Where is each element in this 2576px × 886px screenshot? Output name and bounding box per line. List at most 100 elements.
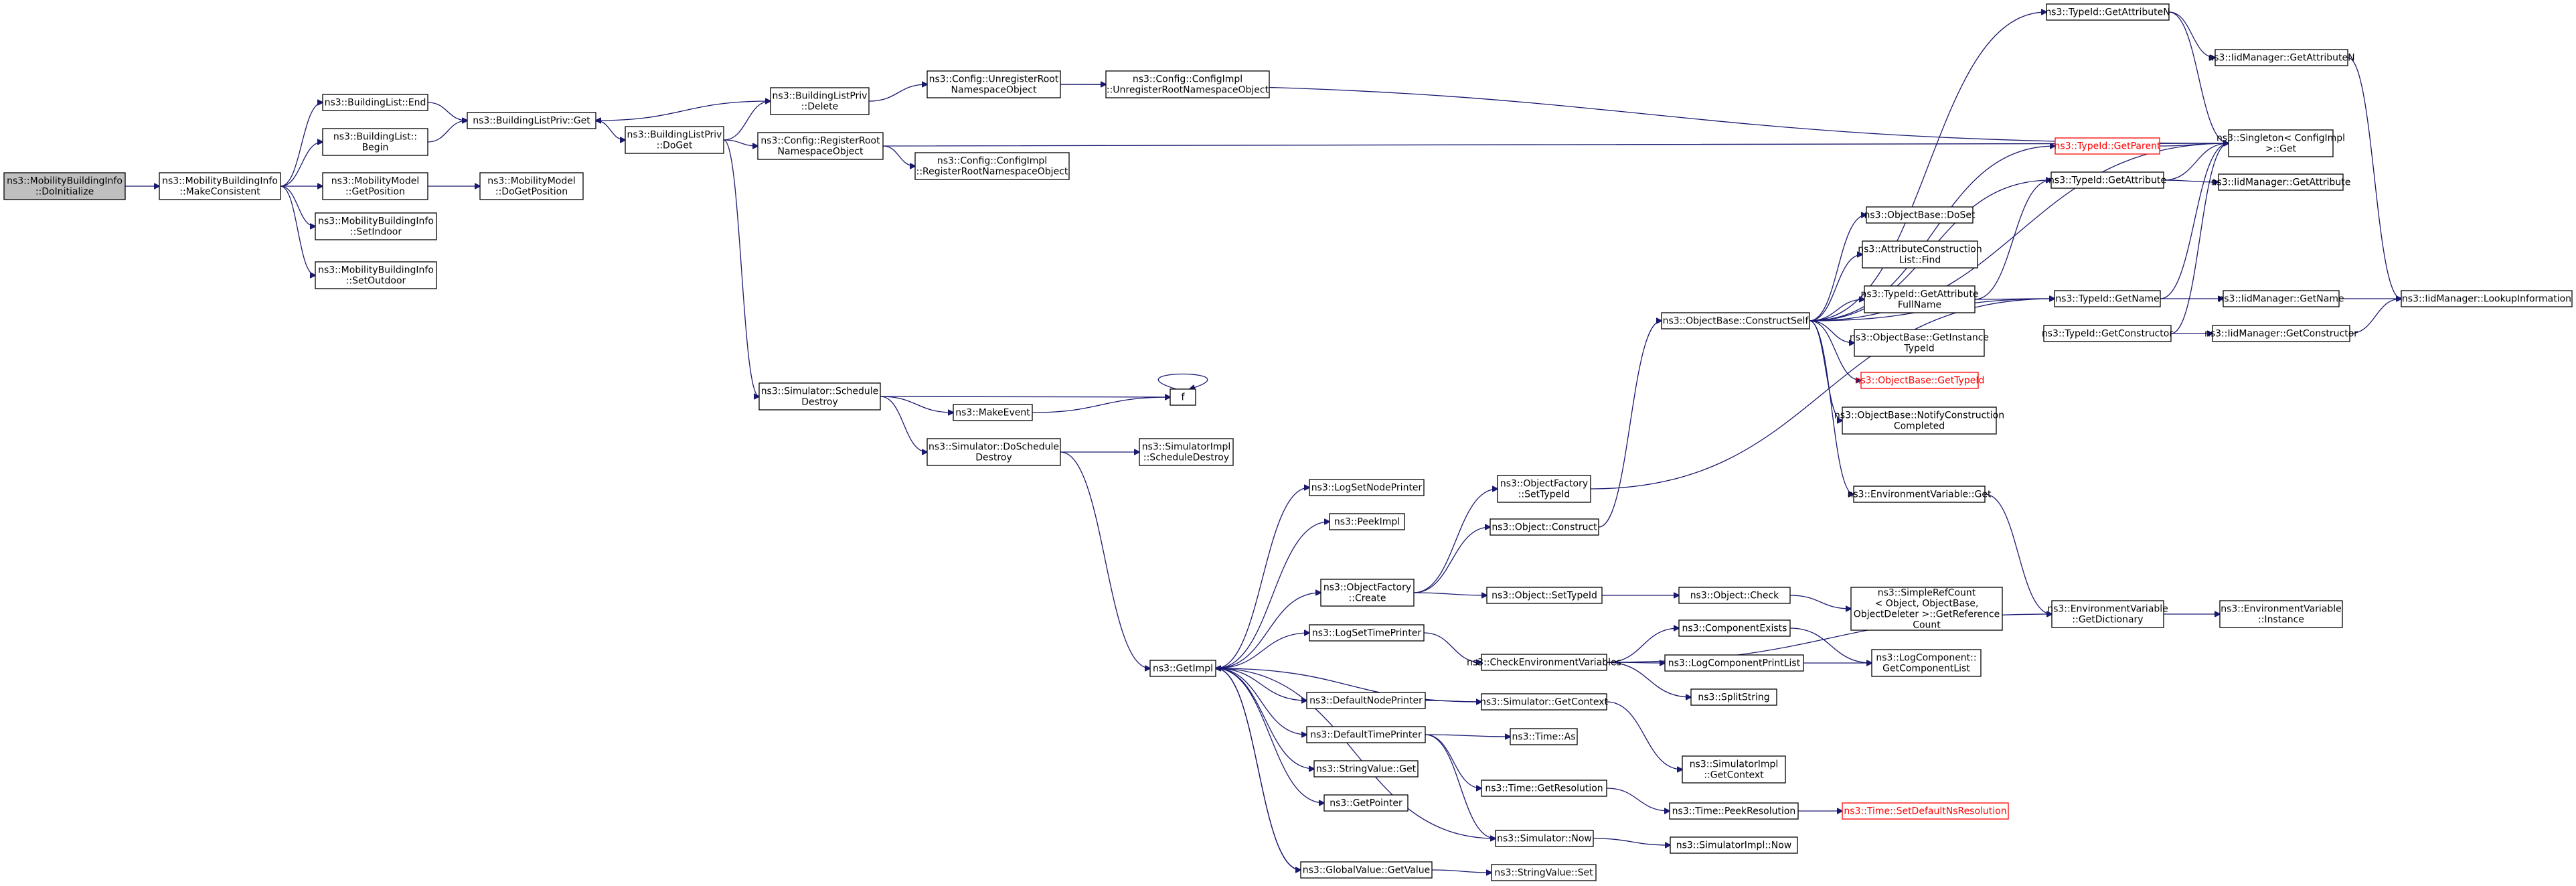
node-box [953,404,1033,421]
node-ns3-config-configimpl-unregisterrootnamespaceobject[interactable]: ns3::Config::ConfigImpl::UnregisterRootN… [1105,70,1270,98]
edge-n39-to-n48 [1809,254,1862,321]
node-ns3-simulator-getcontext[interactable]: ns3::Simulator::GetContext [1480,693,1609,711]
node-ns3-mobilitybuildinginfo-doinitialize[interactable]: ns3::MobilityBuildingInfo::DoInitialize [3,172,126,200]
node-box [914,152,1070,180]
node-box [2046,3,2170,21]
node-ns3-getpointer[interactable]: ns3::GetPointer [1323,794,1408,812]
node-ns3-iidmanager-getname[interactable]: ns3::IidManager::GetName [2218,290,2344,307]
node-ns3-logsetnodeprinter[interactable]: ns3::LogSetNodePrinter [1309,479,1425,496]
node-ns3-mobilitybuildinginfo-setoutdoor[interactable]: ns3::MobilityBuildingInfo::SetOutdoor [315,261,437,289]
node-label: ns3::EnvironmentVariable::Get [1848,490,1992,500]
node-ns3-singleton-configimpl-get[interactable]: ns3::Singleton< ConfigImpl>::Get [2217,129,2345,157]
edge-n2-to-n7 [427,102,467,121]
node-ns3-iidmanager-getattributen[interactable]: ns3::IidManager::GetAttributeN [2208,49,2355,66]
node-box [1670,836,1798,854]
node-ns3-splitstring[interactable]: ns3::SplitString [1690,688,1777,706]
node-ns3-buildinglist-end[interactable]: ns3::BuildingList::End [322,94,428,111]
node-ns3-objectbase-constructself[interactable]: ns3::ObjectBase::ConstructSelf [1661,312,1810,329]
node-ns3-config-configimpl-registerrootnamespaceobject[interactable]: ns3::Config::ConfigImpl::RegisterRootNam… [914,152,1070,180]
edge-n34-to-n44 [1606,701,1682,769]
node-ns3-simulatorimpl-scheduledestroy[interactable]: ns3::SimulatorImpl::ScheduleDestroy [1139,438,1234,466]
node-ns3-config-unregisterroot-namespaceobject[interactable]: ns3::Config::UnregisterRootNamespaceObje… [927,70,1061,98]
node-ns3-object-settypeid[interactable]: ns3::Object::SetTypeId [1486,587,1603,604]
node-label: ns3::ObjectFactory [1323,583,1411,593]
node-ns3-stringvalue-get[interactable]: ns3::StringValue::Get [1313,760,1419,778]
edge-n23-to-n32 [1413,592,1487,595]
node-ns3-typeid-getname[interactable]: ns3::TypeId::GetName [2054,290,2161,307]
node-ns3-environmentvariable-getdictionary[interactable]: ns3::EnvironmentVariable::GetDictionary [2047,600,2168,628]
node-ns3-objectfactory-settypeid[interactable]: ns3::ObjectFactory::SetTypeId [1497,475,1591,503]
node-ns3-defaultnodeprinter[interactable]: ns3::DefaultNodePrinter [1306,692,1426,709]
node-label: ns3::LogComponentPrintList [1668,658,1801,669]
node-ns3-simplerefcount-object-objectbase-objectdeleter-getreference-count[interactable]: ns3::SimpleRefCount< Object, ObjectBase,… [1850,587,2003,631]
node-layer: ns3::MobilityBuildingInfo::DoInitializen… [3,3,2573,881]
node-ns3-environmentvariable-get[interactable]: ns3::EnvironmentVariable::Get [1848,486,1992,503]
node-ns3-typeid-getparent[interactable]: ns3::TypeId::GetParent [2055,137,2161,155]
node-box [479,172,584,200]
node-f[interactable]: f [1170,388,1196,406]
edge-n33-to-n41 [1606,628,1679,663]
node-label: ns3::TypeId::GetParent [2055,141,2161,152]
node-ns3-buildinglist-begin[interactable]: ns3::BuildingList::Begin [322,128,428,156]
node-ns3-makeevent[interactable]: ns3::MakeEvent [953,404,1033,421]
node-label: ns3::MobilityModel [487,176,576,187]
node-ns3-logcomponent-getcomponentlist[interactable]: ns3::LogComponent::GetComponentList [1871,649,1982,677]
node-ns3-simulatorimpl-now[interactable]: ns3::SimulatorImpl::Now [1670,836,1798,854]
node-ns3-config-registerroot-namespaceobject[interactable]: ns3::Config::RegisterRootNamespaceObject [757,132,884,160]
node-ns3-mobilitymodel-dogetposition[interactable]: ns3::MobilityModel::DoGetPosition [479,172,584,200]
node-ns3-iidmanager-lookupinformation[interactable]: ns3::IidManager::LookupInformation [2401,290,2573,307]
node-box [1309,479,1425,496]
node-ns3-peekimpl[interactable]: ns3::PeekImpl [1329,513,1405,530]
node-ns3-stringvalue-set[interactable]: ns3::StringValue::Set [1491,864,1597,881]
node-label: ns3::TypeId::GetAttribute [2048,175,2166,186]
node-ns3-object-construct[interactable]: ns3::Object::Construct [1490,518,1599,536]
node-ns3-componentexists[interactable]: ns3::ComponentExists [1678,619,1791,637]
node-ns3-mobilitybuildinginfo-makeconsistent[interactable]: ns3::MobilityBuildingInfo::MakeConsisten… [159,172,281,200]
node-label: ns3::LogSetTimePrinter [1312,628,1422,639]
edge-n36-to-n45 [1606,788,1670,811]
node-label: ns3::BuildingListPriv [773,91,868,102]
node-ns3-mobilitybuildinginfo-setindoor[interactable]: ns3::MobilityBuildingInfo::SetIndoor [315,212,437,240]
node-ns3-typeid-getattribute[interactable]: ns3::TypeId::GetAttribute [2048,171,2166,189]
node-ns3-object-check[interactable]: ns3::Object::Check [1678,587,1791,604]
edge-n10-to-n7 [596,100,771,121]
node-ns3-logsettimeprinter[interactable]: ns3::LogSetTimePrinter [1309,624,1425,642]
node-ns3-objectfactory-create[interactable]: ns3::ObjectFactory::Create [1320,579,1415,607]
node-ns3-time-setdefaultnsresolution[interactable]: ns3::Time::SetDefaultNsResolution [1842,802,2009,820]
node-ns3-simulator-schedule-destroy[interactable]: ns3::Simulator::ScheduleDestroy [758,382,881,411]
node-ns3-typeid-getattributen[interactable]: ns3::TypeId::GetAttributeN [2045,3,2170,21]
node-box [1300,861,1433,879]
node-ns3-getimpl[interactable]: ns3::GetImpl [1149,660,1216,677]
edge-n20-to-n27 [1215,668,1314,769]
node-ns3-checkenvironmentvariables[interactable]: ns3::CheckEnvironmentVariables [1467,654,1621,671]
node-ns3-defaulttimeprinter[interactable]: ns3::DefaultTimePrinter [1306,726,1426,743]
node-ns3-iidmanager-getattribute[interactable]: ns3::IidManager::GetAttribute [2211,173,2351,191]
node-ns3-time-peekresolution[interactable]: ns3::Time::PeekResolution [1669,802,1799,820]
node-ns3-objectbase-gettypeid[interactable]: ns3::ObjectBase::GetTypeId [1855,372,1985,389]
node-ns3-buildinglistpriv-doget[interactable]: ns3::BuildingListPriv::DoGet [625,126,724,154]
node-ns3-objectbase-notifyconstruction-completed[interactable]: ns3::ObjectBase::NotifyConstructionCompl… [1834,407,2004,435]
node-ns3-globalvalue-getvalue[interactable]: ns3::GlobalValue::GetValue [1300,861,1433,879]
node-ns3-mobilitymodel-getposition[interactable]: ns3::MobilityModel::GetPosition [322,172,428,200]
node-label: Count [1913,620,1941,631]
edge-n34-to-n20 [1216,668,1482,703]
node-ns3-environmentvariable-instance[interactable]: ns3::EnvironmentVariable::Instance [2219,600,2343,628]
node-ns3-typeid-getconstructor[interactable]: ns3::TypeId::GetConstructor [2042,325,2173,342]
node-box [1323,794,1408,812]
node-ns3-simulatorimpl-getcontext[interactable]: ns3::SimulatorImpl::GetContext [1682,755,1786,784]
node-ns3-iidmanager-getconstructor[interactable]: ns3::IidManager::GetConstructor [2204,325,2358,342]
node-label: ns3::DefaultNodePrinter [1309,696,1423,707]
node-ns3-buildinglistpriv-get[interactable]: ns3::BuildingListPriv::Get [467,112,596,129]
node-ns3-objectbase-doset[interactable]: ns3::ObjectBase::DoSet [1864,206,1976,224]
node-ns3-time-getresolution[interactable]: ns3::Time::GetResolution [1481,780,1607,797]
edge-n1-to-n6 [280,186,315,275]
node-label: ns3::SimpleRefCount [1878,588,1976,599]
node-ns3-logcomponentprintlist[interactable]: ns3::LogComponentPrintList [1664,654,1804,672]
node-ns3-time-as[interactable]: ns3::Time::As [1510,728,1578,745]
node-ns3-simulator-now[interactable]: ns3::Simulator::Now [1495,830,1594,847]
node-ns3-buildinglistpriv-delete[interactable]: ns3::BuildingListPriv::Delete [770,87,870,115]
